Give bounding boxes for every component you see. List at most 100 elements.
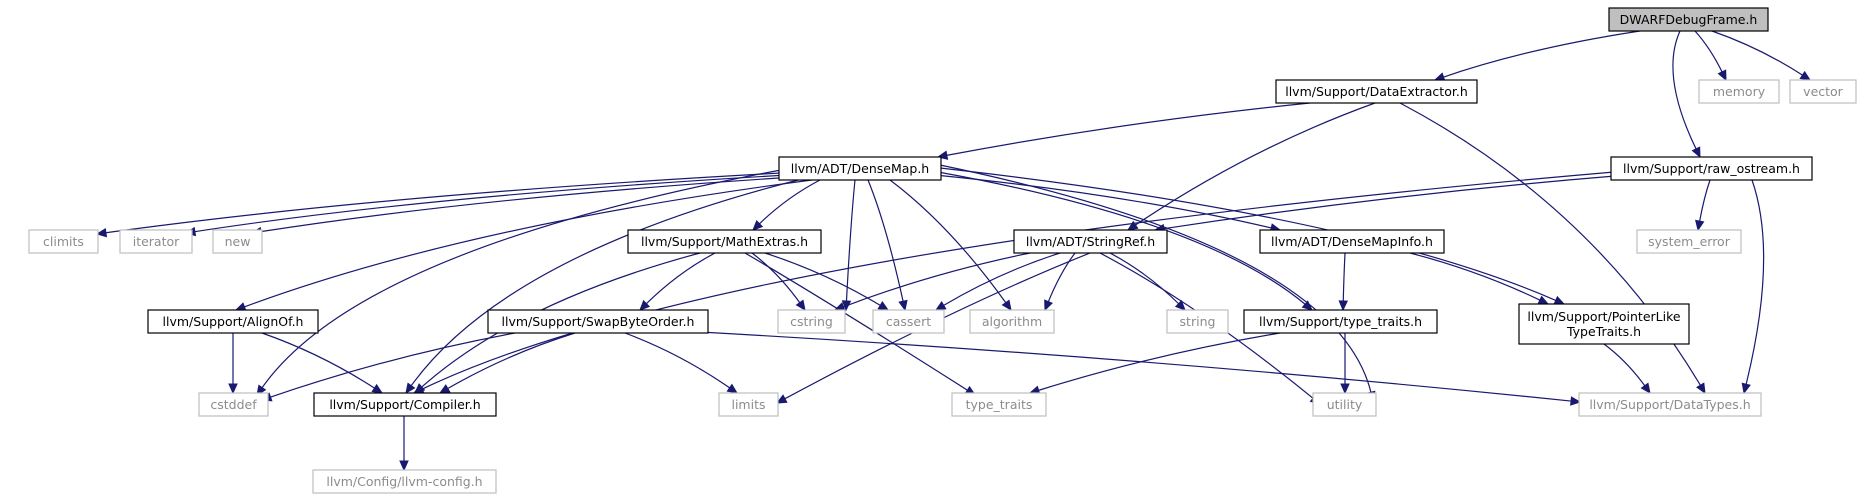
node-label: string <box>1180 314 1216 329</box>
edge-typetraitsh-to-typetraits <box>1028 332 1281 395</box>
edge-line <box>934 174 1273 229</box>
edge-dataext-to-densemap <box>936 102 1311 160</box>
node-label: iterator <box>133 234 180 249</box>
node-label: llvm/Config/llvm-config.h <box>326 474 482 489</box>
edge-densemap-to-utility <box>939 164 1376 403</box>
node-box <box>1312 392 1377 417</box>
node-label: llvm/Support/Compiler.h <box>329 397 480 412</box>
edge-mathextras-to-swapbyteorder <box>639 252 716 311</box>
edge-alignof-to-compiler <box>261 332 384 394</box>
edge-line <box>446 332 576 390</box>
edge-stringref-to-cstring <box>833 252 1031 312</box>
node-box <box>969 309 1055 334</box>
node-box <box>718 392 779 417</box>
edge-densemap-to-alignof <box>234 179 813 312</box>
edge-line <box>104 171 801 234</box>
node-label: llvm/Support/MathExtras.h <box>641 234 808 249</box>
node-label: llvm/ADT/StringRef.h <box>1026 234 1155 249</box>
edge-dwarf-to-rawostream <box>1672 30 1701 159</box>
node-box <box>1275 79 1478 104</box>
node-rawostream[interactable]: llvm/Support/raw_ostream.h <box>1610 156 1813 181</box>
node-mathextras[interactable]: llvm/Support/MathExtras.h <box>627 229 822 254</box>
arrowhead-icon <box>1338 300 1349 312</box>
node-stringref[interactable]: llvm/ADT/StringRef.h <box>1013 229 1168 254</box>
node-label: limits <box>731 397 765 412</box>
arrowhead-icon <box>1001 299 1012 312</box>
node-box <box>28 229 99 254</box>
node-label: algorithm <box>982 314 1042 329</box>
node-label: TypeTraits.h <box>1566 324 1641 339</box>
arrowhead-icon <box>726 383 739 394</box>
node-label: llvm/Support/AlignOf.h <box>163 314 304 329</box>
node-box <box>487 309 709 334</box>
node-box <box>1578 392 1762 417</box>
arrowhead-icon <box>438 384 451 394</box>
node-cstring: cstring <box>777 309 846 334</box>
node-dwarf[interactable]: DWARFDebugFrame.h <box>1608 7 1769 32</box>
node-box <box>312 469 497 494</box>
node-typetraitsh[interactable]: llvm/Support/type_traits.h <box>1243 309 1438 334</box>
node-box <box>1259 229 1445 254</box>
arrowhead-icon <box>1553 295 1566 305</box>
arrowhead-icon <box>1695 219 1705 232</box>
node-label: memory <box>1713 84 1766 99</box>
node-box <box>872 309 945 334</box>
edge-swapbyteorder-to-compiler <box>438 332 576 394</box>
edge-densemapinfo-to-typetraitsh <box>1338 252 1349 312</box>
edge-densemap-to-densemapinfo <box>934 174 1282 233</box>
arrowhead-icon <box>95 227 108 238</box>
edge-dwarf-to-memory <box>1694 30 1727 82</box>
node-compiler[interactable]: llvm/Support/Compiler.h <box>313 392 497 417</box>
edge-dataext-to-stringref <box>1126 102 1376 231</box>
edge-line <box>1711 30 1804 77</box>
node-box <box>1789 79 1857 104</box>
arrowhead-icon <box>1696 382 1706 395</box>
node-densemap[interactable]: llvm/ADT/DenseMap.h <box>778 156 942 181</box>
edge-stringref-to-algorithm <box>1044 252 1076 312</box>
edge-stringref-to-cassert <box>934 252 1061 311</box>
edge-line <box>751 252 801 304</box>
arrowhead-icon <box>405 382 416 395</box>
arrowhead-icon <box>1691 146 1701 159</box>
edge-line <box>261 169 782 389</box>
arrowhead-icon <box>1044 299 1053 312</box>
node-box <box>147 309 319 334</box>
node-label: climits <box>43 234 84 249</box>
node-iterator: iterator <box>119 229 193 254</box>
node-densemapinfo[interactable]: llvm/ADT/DenseMapInfo.h <box>1259 229 1445 254</box>
edge-dwarf-to-vector <box>1711 30 1812 81</box>
arrowhead-icon <box>877 301 890 311</box>
node-box <box>1166 309 1229 334</box>
node-label: cstring <box>790 314 833 329</box>
edge-line <box>842 252 1031 308</box>
node-cassert: cassert <box>872 309 945 334</box>
edge-line <box>845 179 856 303</box>
arrowhead-icon <box>1717 69 1727 82</box>
node-box <box>627 229 822 254</box>
edge-line <box>939 164 1372 394</box>
edge-alignof-to-cstddef <box>228 333 238 395</box>
arrowhead-icon <box>1799 70 1812 81</box>
edge-dwarf-to-dataext <box>1433 30 1641 82</box>
arrowhead-icon <box>399 460 409 472</box>
node-swapbyteorder[interactable]: llvm/Support/SwapByteOrder.h <box>487 309 709 334</box>
arrowhead-icon <box>228 383 238 395</box>
node-box <box>1013 229 1168 254</box>
node-box <box>951 392 1047 417</box>
edge-densemap-to-cassert <box>867 179 908 312</box>
edge-densemap-to-cstddef <box>256 169 782 397</box>
node-dataext[interactable]: llvm/Support/DataExtractor.h <box>1275 79 1478 104</box>
edge-densemap-to-climits <box>95 171 801 238</box>
arrowhead-icon <box>1537 295 1550 305</box>
edge-line <box>645 252 716 305</box>
edge-line <box>1694 30 1724 74</box>
edge-rawostream-to-systemerror <box>1695 179 1711 232</box>
node-alignof[interactable]: llvm/Support/AlignOf.h <box>147 309 319 334</box>
node-box <box>1243 309 1438 334</box>
edge-line <box>699 331 1573 402</box>
node-box <box>119 229 193 254</box>
node-label: llvm/Support/DataTypes.h <box>1589 397 1750 412</box>
edge-swapbyteorder-to-cstddef <box>260 332 516 402</box>
node-algorithm: algorithm <box>969 309 1055 334</box>
